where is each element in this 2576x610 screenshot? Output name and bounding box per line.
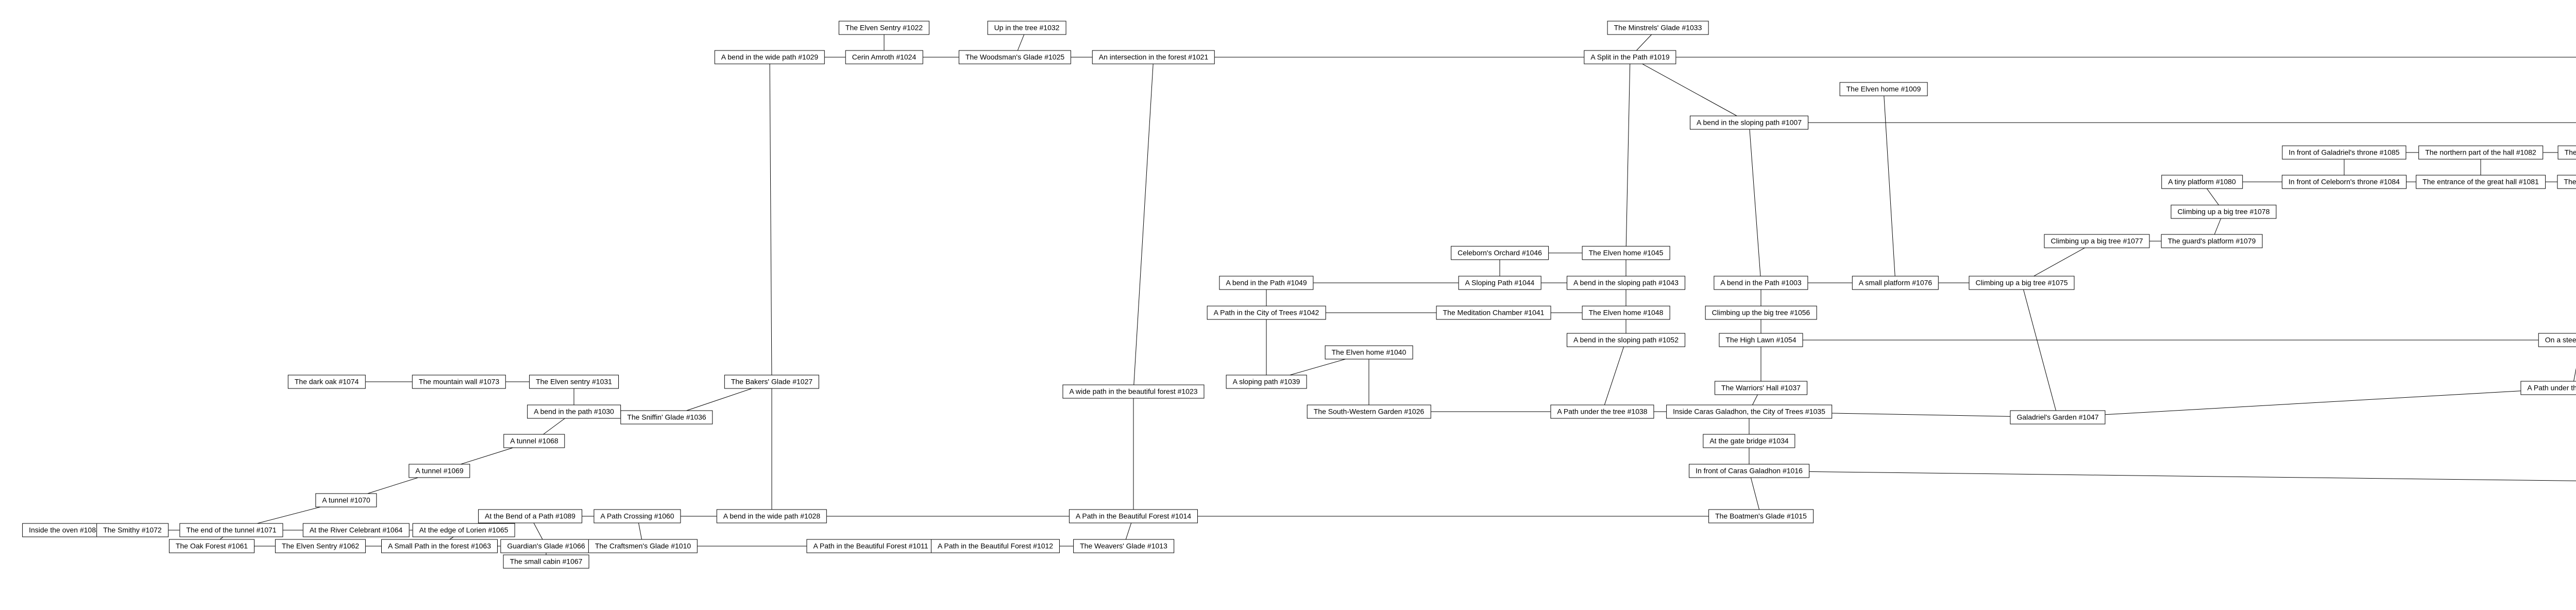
graph-node-1025[interactable]: The Woodsman's Glade #1025	[958, 50, 1072, 64]
graph-node-1064[interactable]: At the River Celebrant #1064	[302, 523, 410, 537]
graph-node-1068[interactable]: A tunnel #1068	[503, 434, 565, 448]
graph-node-1086[interactable]: The south-eastern part of the great hall…	[2557, 145, 2576, 160]
graph-node-1014[interactable]: A Path in the Beautiful Forest #1014	[1069, 509, 1198, 523]
graph-node-1039[interactable]: A sloping path #1039	[1226, 375, 1307, 389]
graph-node-1084[interactable]: In front of Celeborn's throne #1084	[2282, 175, 2406, 189]
graph-node-1028[interactable]: A bend in the wide path #1028	[716, 509, 827, 523]
graph-edge-1047-1075	[2021, 282, 2058, 418]
graph-node-1052[interactable]: A bend in the sloping path #1052	[1567, 333, 1685, 347]
graph-node-1050[interactable]: On a steep path #1050	[2538, 333, 2576, 347]
graph-node-1070[interactable]: A tunnel #1070	[315, 493, 377, 507]
graph-node-1043[interactable]: A bend in the sloping path #1043	[1567, 276, 1685, 290]
graph-node-1082[interactable]: The northern part of the hall #1082	[2418, 145, 2543, 160]
graph-node-1071[interactable]: The end of the tunnel #1071	[179, 523, 283, 537]
graph-node-1027[interactable]: The Bakers' Glade #1027	[724, 375, 820, 389]
graph-node-1031[interactable]: The Elven sentry #1031	[529, 375, 619, 389]
graph-edge-1019-1007	[1630, 57, 1750, 123]
graph-node-1040[interactable]: The Elven home #1040	[1325, 345, 1413, 360]
graph-node-1029[interactable]: A bend in the wide path #1029	[714, 50, 825, 64]
graph-node-1072[interactable]: The Smithy #1072	[96, 523, 168, 537]
graph-edge-1021-1023	[1133, 57, 1154, 392]
graph-node-1054[interactable]: The High Lawn #1054	[1719, 333, 1803, 347]
graph-node-1034[interactable]: At the gate bridge #1034	[1703, 434, 1795, 448]
graph-node-1013[interactable]: The Weavers' Glade #1013	[1073, 539, 1174, 553]
graph-node-1088[interactable]: Inside the oven #1088	[22, 523, 107, 537]
graph-node-1073[interactable]: The mountain wall #1073	[412, 375, 506, 389]
graph-node-1009[interactable]: The Elven home #1009	[1839, 82, 1928, 96]
graph-edge-1016-1015	[1749, 470, 1761, 517]
graph-edge-1052-1038	[1602, 340, 1626, 412]
graph-node-1035[interactable]: Inside Caras Galadhon, the City of Trees…	[1666, 404, 1832, 419]
graph-node-1038[interactable]: A Path under the tree #1038	[1550, 404, 1654, 419]
graph-node-1044[interactable]: A Sloping Path #1044	[1458, 276, 1541, 290]
graph-node-1077[interactable]: Climbing up a big tree #1077	[2044, 234, 2150, 248]
graph-edge-1019-1045	[1625, 57, 1631, 253]
graph-node-1056[interactable]: Climbing up the big tree #1056	[1705, 306, 1817, 320]
graph-node-1078[interactable]: Climbing up a big tree #1078	[2171, 205, 2277, 219]
graph-node-1024[interactable]: Cerin Amroth #1024	[845, 50, 923, 64]
graph-node-1012[interactable]: A Path in the Beautiful Forest #1012	[930, 539, 1060, 553]
graph-node-1063[interactable]: A Small Path in the forest #1063	[381, 539, 498, 553]
graph-node-1085[interactable]: In front of Galadriel's throne #1085	[2282, 145, 2406, 160]
graph-edge-1047-1051	[2057, 387, 2573, 418]
graph-node-1015[interactable]: The Boatmen's Glade #1015	[1708, 509, 1814, 523]
graph-node-1047[interactable]: Galadriel's Garden #1047	[2010, 410, 2106, 425]
graph-node-1060[interactable]: A Path Crossing #1060	[594, 509, 681, 523]
graph-node-1003[interactable]: A bend in the Path #1003	[1714, 276, 1808, 290]
graph-node-1076[interactable]: A small platform #1076	[1852, 276, 1939, 290]
graph-node-1023[interactable]: A wide path in the beautiful forest #102…	[1062, 384, 1205, 399]
graph-node-1007[interactable]: A bend in the sloping path #1007	[1690, 115, 1808, 130]
graph-node-1032[interactable]: Up in the tree #1032	[987, 21, 1066, 35]
graph-edge-1050-1051	[2572, 368, 2576, 388]
graph-node-1022[interactable]: The Elven Sentry #1022	[838, 21, 930, 35]
graph-node-1021[interactable]: An intersection in the forest #1021	[1092, 50, 1215, 64]
graph-node-1030[interactable]: A bend in the path #1030	[527, 404, 621, 419]
graph-edge-1016-1017	[1749, 470, 2576, 481]
graph-node-1042[interactable]: A Path in the City of Trees #1042	[1207, 306, 1326, 320]
graph-edge-1029-1027	[769, 57, 772, 382]
graph-edge-1009-1076	[1883, 89, 1896, 283]
graph-node-1041[interactable]: The Meditation Chamber #1041	[1436, 306, 1551, 320]
graph-node-1019[interactable]: A Split in the Path #1019	[1584, 50, 1676, 64]
graph-edge-1007-1003	[1749, 122, 1761, 283]
graph-node-1049[interactable]: A bend in the Path #1049	[1219, 276, 1314, 290]
graph-node-1026[interactable]: The South-Western Garden #1026	[1307, 404, 1431, 419]
graph-node-1074[interactable]: The dark oak #1074	[287, 375, 366, 389]
graph-node-1010[interactable]: The Craftsmen's Glade #1010	[588, 539, 698, 553]
graph-node-1069[interactable]: A tunnel #1069	[409, 464, 470, 478]
graph-node-1079[interactable]: The guard's platform #1079	[2161, 234, 2263, 248]
graph-node-1016[interactable]: In front of Caras Galadhon #1016	[1689, 464, 1809, 478]
graph-node-1067[interactable]: The small cabin #1067	[503, 554, 589, 569]
graph-node-1037[interactable]: The Warriors' Hall #1037	[1715, 381, 1807, 395]
graph-node-1075[interactable]: Climbing up a big tree #1075	[1969, 276, 2075, 290]
graph-node-1051[interactable]: A Path under the tree #1051	[2520, 381, 2576, 395]
graph-node-1033[interactable]: The Minstrels' Glade #1033	[1607, 21, 1709, 35]
graph-node-1087[interactable]: The south-western part of the great hall…	[2557, 175, 2576, 189]
graph-node-1089[interactable]: At the Bend of a Path #1089	[478, 509, 582, 523]
graph-node-1081[interactable]: The entrance of the great hall #1081	[2416, 175, 2546, 189]
graph-node-1061[interactable]: The Oak Forest #1061	[168, 539, 255, 553]
graph-node-1046[interactable]: Celeborn's Orchard #1046	[1451, 246, 1549, 260]
graph-node-1045[interactable]: The Elven home #1045	[1582, 246, 1670, 260]
graph-node-1036[interactable]: The Sniffin' Glade #1036	[620, 410, 713, 425]
graph-node-1066[interactable]: Guardian's Glade #1066	[500, 539, 592, 553]
graph-node-1080[interactable]: A tiny platform #1080	[2161, 175, 2243, 189]
graph-node-1011[interactable]: A Path in the Beautiful Forest #1011	[806, 539, 935, 553]
graph-node-1062[interactable]: The Elven Sentry #1062	[275, 539, 366, 553]
graph-node-1065[interactable]: At the edge of Lorien #1065	[412, 523, 515, 537]
graph-node-1048[interactable]: The Elven home #1048	[1582, 306, 1670, 320]
